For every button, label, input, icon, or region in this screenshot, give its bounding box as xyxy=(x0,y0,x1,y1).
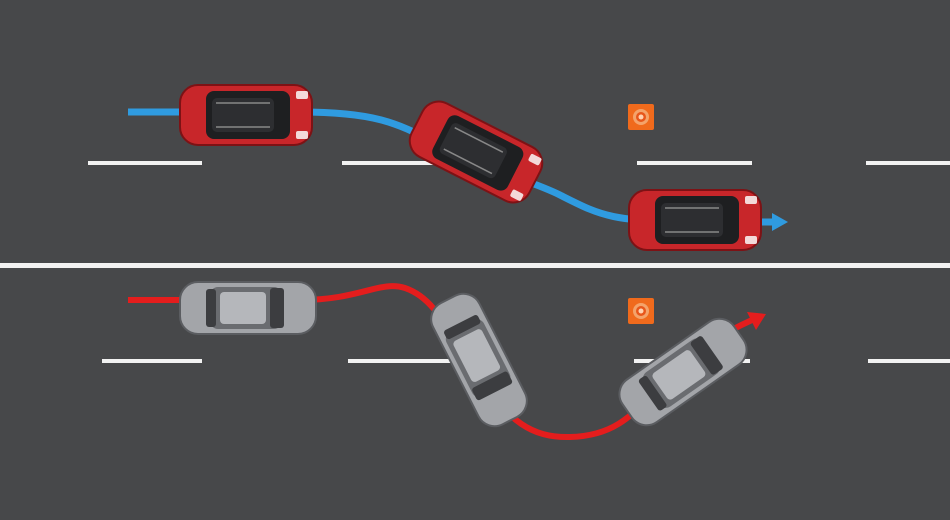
traffic-cone-icon xyxy=(628,298,654,324)
dashed-line-bottom xyxy=(868,359,950,363)
arrow-head-icon xyxy=(772,213,788,231)
sedan-car-icon xyxy=(179,281,317,335)
traffic-cone-icon xyxy=(628,104,654,130)
dashed-line-top xyxy=(342,161,458,165)
suv-car-icon xyxy=(628,189,762,251)
dashed-line-top xyxy=(88,161,202,165)
dashed-line-top xyxy=(866,161,950,165)
suv-car-icon xyxy=(179,84,313,146)
dashed-line-top xyxy=(637,161,752,165)
dashed-line-bottom xyxy=(102,359,202,363)
arrow-head-icon xyxy=(747,312,766,330)
center-line xyxy=(0,263,950,268)
dashed-line-bottom xyxy=(348,359,460,363)
